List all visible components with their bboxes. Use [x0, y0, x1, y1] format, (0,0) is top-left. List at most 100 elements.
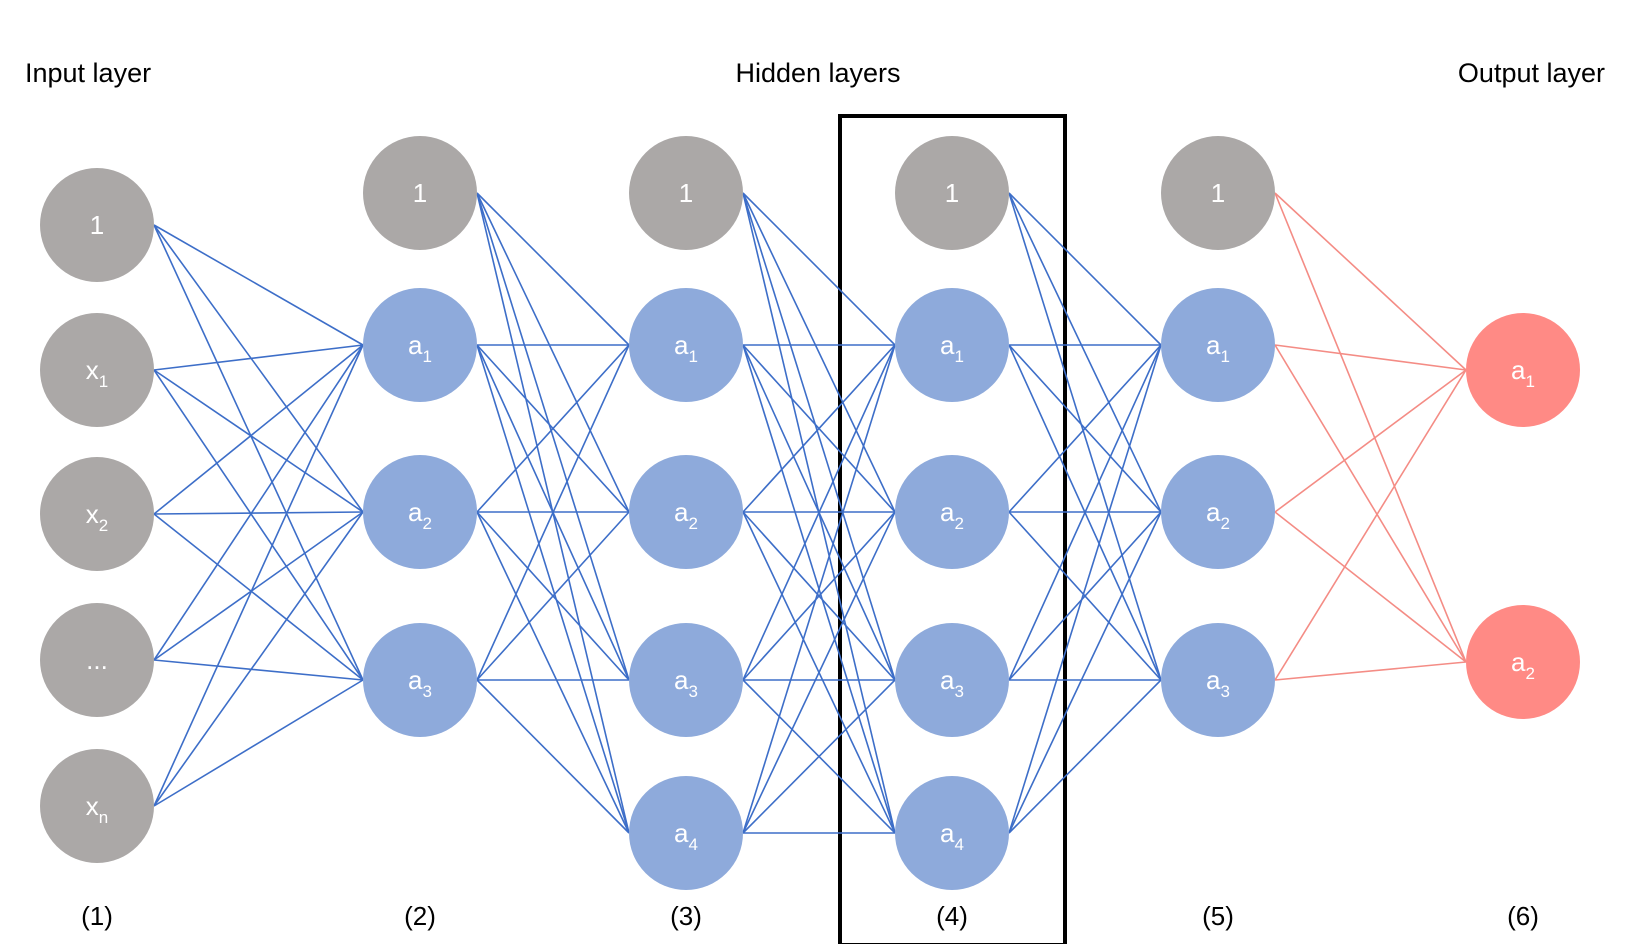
node-label: 1 [1211, 178, 1225, 208]
edge-3-4-to-4-2 [742, 344, 896, 681]
edge-1-5-to-2-2 [153, 344, 364, 807]
node-circle [629, 455, 743, 569]
node-layer4-a3: a3 [895, 623, 1009, 737]
edge-2-3-to-3-5 [476, 511, 630, 834]
node-label: a4 [674, 818, 698, 854]
hidden-layers-heading: Hidden layers [735, 58, 900, 88]
node-circle [1161, 288, 1275, 402]
node-layer6-a1: a1 [1466, 313, 1580, 427]
edge-1-1-to-2-3 [153, 224, 364, 513]
edge-2-4-to-3-3 [476, 511, 630, 681]
nodes-group: 1x1x2...xn1a1a2a31a1a2a3a41a1a2a3a41a1a2… [40, 136, 1580, 890]
edge-1-1-to-2-4 [153, 224, 364, 681]
node-label: ... [86, 645, 108, 675]
node-label: a3 [1206, 665, 1230, 701]
edge-2-4-to-3-5 [476, 679, 630, 834]
output-layer-heading: Output layer [1458, 58, 1605, 88]
edge-1-3-to-2-2 [153, 344, 364, 515]
node-layer4-a4: a4 [895, 776, 1009, 890]
node-circle [363, 136, 477, 250]
node-layer2-a2: a2 [363, 455, 477, 569]
node-layer4-bias: 1 [895, 136, 1009, 250]
edge-4-3-to-5-2 [1008, 344, 1162, 513]
node-layer5-a1: a1 [1161, 288, 1275, 402]
node-layer5-a2: a2 [1161, 455, 1275, 569]
node-circle [895, 623, 1009, 737]
node-layer5-bias: 1 [1161, 136, 1275, 250]
node-layer1-xn: xn [40, 749, 154, 863]
node-circle [629, 136, 743, 250]
edge-4-5-to-5-3 [1008, 511, 1162, 834]
node-label: a3 [674, 665, 698, 701]
node-layer1-...: ... [40, 603, 154, 717]
edge-3-5-to-4-2 [742, 344, 896, 834]
edge-3-5-to-4-3 [742, 511, 896, 834]
node-label: a1 [408, 330, 432, 366]
edge-2-3-to-3-2 [476, 344, 630, 513]
edge-4-1-to-5-4 [1008, 192, 1162, 681]
node-label: 1 [90, 210, 104, 240]
node-layer2-a1: a1 [363, 288, 477, 402]
node-circle [1466, 313, 1580, 427]
node-layer4-a2: a2 [895, 455, 1009, 569]
layer-number-1: (1) [81, 901, 113, 931]
edge-5-4-to-6-2 [1274, 661, 1467, 681]
node-circle [629, 776, 743, 890]
node-circle [895, 455, 1009, 569]
edge-3-5-to-4-4 [742, 679, 896, 834]
node-label: 1 [679, 178, 693, 208]
node-label: a3 [940, 665, 964, 701]
node-layer3-a4: a4 [629, 776, 743, 890]
layer-number-4: (4) [936, 901, 968, 931]
highlight-box [838, 114, 1067, 944]
node-label: 1 [413, 178, 427, 208]
node-circle [629, 288, 743, 402]
layer-numbers-group: (1)(2)(3)(4)(5)(6) [81, 901, 1539, 931]
node-label: a1 [940, 330, 964, 366]
node-label: 1 [945, 178, 959, 208]
node-layer3-a1: a1 [629, 288, 743, 402]
edge-5-2-to-6-2 [1274, 344, 1467, 663]
edge-2-2-to-3-5 [476, 344, 630, 834]
edge-5-2-to-6-1 [1274, 344, 1467, 371]
node-circle [1466, 605, 1580, 719]
node-circle [40, 168, 154, 282]
node-label: a1 [1511, 355, 1535, 391]
edge-1-4-to-2-4 [153, 659, 364, 681]
node-label: a2 [1206, 497, 1230, 533]
node-label: x2 [86, 499, 108, 535]
edge-1-2-to-2-4 [153, 369, 364, 681]
input-layer-heading: Input layer [25, 58, 151, 88]
node-layer3-bias: 1 [629, 136, 743, 250]
node-circle [895, 288, 1009, 402]
node-circle [40, 749, 154, 863]
edge-3-3-to-4-2 [742, 344, 896, 513]
layer-number-2: (2) [404, 901, 436, 931]
node-circle [895, 776, 1009, 890]
node-layer4-a1: a1 [895, 288, 1009, 402]
node-label: a2 [940, 497, 964, 533]
edge-2-1-to-3-3 [476, 192, 630, 513]
edge-4-1-to-5-3 [1008, 192, 1162, 513]
edges-group [153, 192, 1467, 834]
node-layer2-a3: a3 [363, 623, 477, 737]
layer-number-5: (5) [1202, 901, 1234, 931]
node-label: a2 [674, 497, 698, 533]
edge-4-5-to-5-4 [1008, 679, 1162, 834]
node-circle [1161, 136, 1275, 250]
node-circle [1161, 455, 1275, 569]
edge-5-4-to-6-1 [1274, 369, 1467, 681]
node-layer1-bias: 1 [40, 168, 154, 282]
edge-1-5-to-2-3 [153, 511, 364, 807]
node-layer1-x2: x2 [40, 457, 154, 571]
node-circle [40, 457, 154, 571]
layer-number-6: (6) [1507, 901, 1539, 931]
node-circle [895, 136, 1009, 250]
edge-1-2-to-2-3 [153, 369, 364, 513]
edge-3-1-to-4-3 [742, 192, 896, 513]
edge-5-1-to-6-1 [1274, 192, 1467, 371]
node-label: a1 [1206, 330, 1230, 366]
node-label: a3 [408, 665, 432, 701]
node-circle [40, 603, 154, 717]
edge-2-1-to-3-4 [476, 192, 630, 681]
